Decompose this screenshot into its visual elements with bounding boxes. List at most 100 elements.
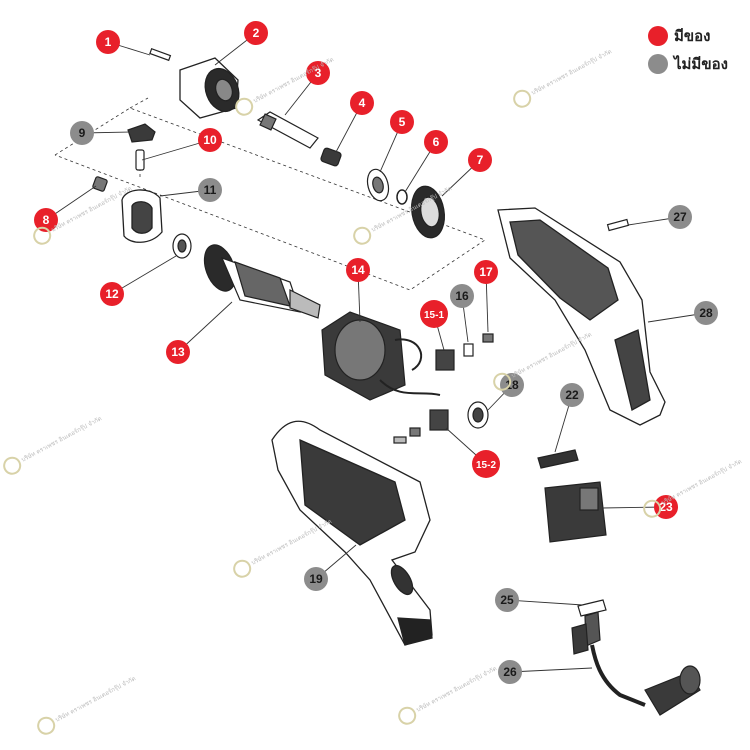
callout-circle [474, 260, 498, 284]
part-forward-reverse-lever [537, 449, 579, 469]
part-trigger-switch [544, 481, 607, 543]
part-armature [203, 244, 321, 319]
callout-badge-11: 11 [198, 178, 222, 202]
part-cover-plate [121, 189, 163, 243]
part-power-cord [590, 644, 701, 716]
part-cord-clamp [571, 599, 607, 655]
callout-badge-8: 8 [34, 208, 58, 232]
callout-circle [390, 110, 414, 134]
part-stator [321, 311, 441, 401]
part-housing-half [497, 207, 666, 426]
legend-available-label: มีของ [674, 28, 711, 45]
legend-unavailable: ไม่มีของ [648, 52, 728, 76]
callout-label: 15-2 [476, 460, 496, 471]
callout-circle [198, 178, 222, 202]
callout-circle [306, 61, 330, 85]
callout-label: 25 [500, 593, 514, 607]
callout-label: 2 [253, 26, 260, 40]
callout-badge-15-1: 15-1 [420, 300, 448, 328]
leader-line [509, 667, 593, 673]
callout-label: 1 [105, 35, 112, 49]
callout-badge-26: 26 [498, 660, 522, 684]
callout-circle [166, 340, 190, 364]
callout-circle [198, 128, 222, 152]
callout-badge-15-2: 15-2 [472, 450, 500, 478]
part-armature-bearing [172, 233, 192, 259]
callout-badge-23: 23 [654, 495, 678, 519]
callout-badge-10: 10 [198, 128, 222, 152]
callout-circle [346, 258, 370, 282]
callout-circle [350, 91, 374, 115]
part-gear [411, 185, 445, 239]
callout-badge-22: 22 [560, 383, 584, 407]
callout-label: 7 [477, 153, 484, 167]
callout-badge-27: 27 [668, 205, 692, 229]
part-brush-holder-1 [435, 349, 455, 371]
leader-line [111, 255, 177, 295]
callout-label: 8 [43, 213, 50, 227]
legend-available-swatch [648, 26, 668, 46]
callout-badge-5: 5 [390, 110, 414, 134]
callout-circle [694, 301, 718, 325]
part-carbon-brush [463, 343, 474, 357]
callout-circle [424, 130, 448, 154]
callout-circle [654, 495, 678, 519]
callout-label: 5 [399, 115, 406, 129]
callout-circle [498, 660, 522, 684]
callout-badge-18: 18 [500, 373, 524, 397]
callout-label: 11 [204, 183, 217, 197]
part-drill-housing [271, 420, 433, 646]
part-spindle [256, 111, 319, 149]
callout-label: 6 [433, 135, 440, 149]
callout-circle [468, 148, 492, 172]
part-brush-holder-2 [393, 409, 449, 444]
callout-label: 9 [79, 126, 86, 140]
callout-label: 28 [699, 306, 713, 320]
callout-badge-28: 28 [694, 301, 718, 325]
part-chuck [179, 57, 240, 119]
legend-unavailable-swatch [648, 54, 668, 74]
callout-badge-17: 17 [474, 260, 498, 284]
callout-label: 18 [505, 378, 519, 392]
callout-badge-13: 13 [166, 340, 190, 364]
part-handle-screw [606, 218, 630, 232]
callout-circle [100, 282, 124, 306]
part-washer [396, 189, 408, 205]
legend-available: มีของ [648, 24, 710, 48]
part-mode-switch [127, 123, 156, 143]
callout-label: 16 [455, 289, 469, 303]
callout-label: 15-1 [424, 310, 444, 321]
callout-circle [668, 205, 692, 229]
part-screw [149, 47, 172, 62]
callout-circle [34, 208, 58, 232]
part-brush-cap [482, 333, 494, 343]
callout-label: 4 [359, 96, 366, 110]
callout-circle [244, 21, 268, 45]
callout-badge-19: 19 [304, 567, 328, 591]
callout-label: 17 [479, 265, 493, 279]
callout-label: 10 [203, 133, 217, 147]
callout-circle [70, 121, 94, 145]
callout-circle [450, 284, 474, 308]
part-nut [92, 176, 108, 192]
callout-circle [304, 567, 328, 591]
callout-circle [500, 373, 524, 397]
callout-badge-25: 25 [495, 588, 519, 612]
callout-label: 19 [309, 572, 323, 586]
callout-badge-4: 4 [350, 91, 374, 115]
leader-line [177, 301, 233, 353]
callout-circle [560, 383, 584, 407]
callout-label: 27 [673, 210, 687, 224]
callout-circle [495, 588, 519, 612]
callout-badge-9: 9 [70, 121, 94, 145]
callout-label: 14 [351, 263, 365, 277]
leader-line [506, 599, 584, 606]
callout-badge-6: 6 [424, 130, 448, 154]
callout-badge-1: 1 [96, 30, 120, 54]
part-needle-bearing [320, 147, 342, 167]
callout-badge-16: 16 [450, 284, 474, 308]
callout-badge-2: 2 [244, 21, 268, 45]
legend-unavailable-label: ไม่มีของ [674, 56, 728, 73]
